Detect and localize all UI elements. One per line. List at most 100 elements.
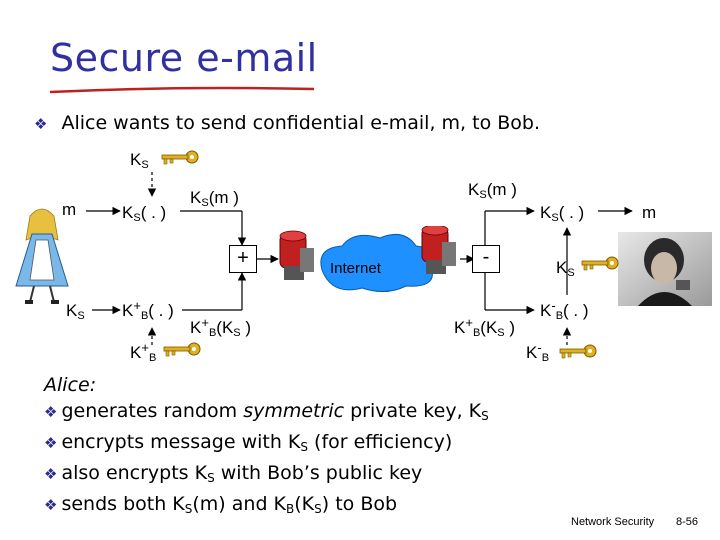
item-emphasis: symmetric [243, 400, 345, 422]
kb-ks-right-sub: B [472, 327, 481, 339]
ks-func-left: KS( . ) [122, 203, 166, 224]
bullet-icon: ❖ [44, 434, 58, 452]
kb-plus-func-sup: + [133, 298, 141, 313]
bullet-icon: ❖ [44, 496, 58, 514]
m-right-label: m [642, 203, 657, 222]
bullet-icon: ❖ [44, 465, 58, 483]
kb-plus-key-k: K [130, 343, 142, 362]
ks-m-left-k: K [190, 188, 202, 207]
intro-text: Alice wants to send confidential e-mail,… [61, 112, 540, 134]
ks-left-k: K [66, 301, 78, 320]
ks-m-right: KS(m ) [468, 180, 517, 201]
ks-func-left-arg: ( . ) [140, 203, 167, 222]
encrypt-plus-box: + [229, 245, 257, 273]
kb-plus-func-sub: B [140, 310, 149, 322]
key-icon [161, 150, 199, 165]
kb-minus-key-sub: B [541, 352, 550, 364]
item-text: sends both K [61, 493, 185, 515]
item-text: encrypts message with K [61, 431, 301, 453]
ks-right-sub: S [567, 267, 575, 279]
kb-ks-left-close: ) [240, 318, 252, 337]
ks-m-right-arg: (m ) [486, 180, 517, 199]
kb-ks-right-sup: + [465, 315, 473, 330]
kb-minus-key-sup: - [537, 340, 542, 355]
kb-minus-func: K-B( . ) [540, 298, 589, 322]
ks-func-right-k: K [540, 203, 552, 222]
router-icon [421, 226, 456, 274]
ks-m-left-arg: (m ) [208, 188, 239, 207]
footer-page-number: 8-56 [676, 516, 699, 528]
item-sub: S [481, 409, 489, 423]
item-text: generates random [61, 400, 244, 422]
bullet-icon: ❖ [44, 403, 58, 421]
ks-left-sub: S [77, 310, 85, 322]
list-item: ❖encrypts message with KS (for efficienc… [44, 429, 489, 460]
kb-ks-left: K+B(KS ) [190, 315, 251, 339]
item-sub: S [207, 471, 215, 485]
item-sub: S [184, 502, 193, 516]
ks-right-k: K [556, 258, 568, 277]
item-text: private key, K [344, 400, 482, 422]
bob-photo-icon [618, 232, 712, 306]
item-text: with Bob’s public key [214, 462, 423, 484]
kb-plus-key-sup: + [141, 340, 149, 355]
list-item: ❖also encrypts KS with Bob’s public key [44, 460, 489, 491]
alice-icon [15, 208, 69, 304]
m-left-label: m [62, 200, 77, 219]
item-text: ) to Bob [321, 493, 398, 515]
ks-func-left-sub: S [133, 212, 141, 224]
kb-plus-func-arg: ( . ) [148, 301, 174, 320]
item-text: (for efficiency) [308, 431, 453, 453]
list-item: ❖sends both KS(m) and KB(KS) to Bob [44, 491, 489, 522]
kb-minus-func-sub: B [555, 310, 564, 322]
ks-top-sub: S [141, 159, 149, 171]
item-text: (K [294, 493, 315, 515]
kb-minus-func-arg: ( . ) [563, 301, 589, 320]
kb-ks-left-k: K [190, 318, 202, 337]
ks-m-left-sub: S [201, 197, 209, 209]
item-text: also encrypts K [61, 462, 208, 484]
router-icon [279, 230, 314, 280]
ks-func-right-sub: S [551, 212, 559, 224]
ks-m-right-sub: S [479, 189, 487, 201]
ks-func-right: KS( . ) [540, 203, 584, 224]
slide-title: Secure e-mail [50, 36, 318, 80]
ks-func-left-k: K [122, 203, 134, 222]
key-icon [559, 344, 597, 359]
kb-ks-right-close: ) [504, 318, 516, 337]
alice-steps: Alice: ❖generates random symmetric priva… [44, 372, 489, 522]
bullet-icon: ❖ [34, 115, 48, 133]
key-icon [581, 256, 619, 271]
kb-minus-key-label: K-B [526, 340, 549, 364]
ks-top-k: K [130, 150, 142, 169]
kb-plus-key-sub: B [148, 352, 157, 364]
decrypt-minus-box: - [472, 245, 500, 273]
ks-left-label: KS [66, 301, 85, 322]
kb-ks-left-sub: B [208, 327, 217, 339]
intro-line: ❖ Alice wants to send confidential e-mail… [34, 112, 540, 134]
footer-course: Network Security [571, 516, 655, 528]
ks-m-left: KS(m ) [190, 188, 239, 209]
item-text: (m) and K [192, 493, 287, 515]
ks-func-right-arg: ( . ) [558, 203, 585, 222]
kb-ks-left-arg: (K [216, 318, 234, 337]
kb-ks-right-arg-sub: S [497, 327, 505, 339]
title-underline [49, 86, 315, 94]
kb-ks-right-k: K [454, 318, 466, 337]
kb-ks-left-arg-sub: S [233, 327, 241, 339]
item-sub: B [286, 502, 295, 516]
kb-ks-right-arg: (K [480, 318, 498, 337]
kb-minus-func-sup: - [551, 298, 556, 313]
alice-heading: Alice: [44, 374, 97, 396]
internet-label: Internet [330, 260, 381, 277]
kb-plus-func: K+B( . ) [122, 298, 174, 322]
item-sub: S [300, 440, 308, 454]
kb-plus-key-label: K+B [130, 340, 156, 364]
key-icon [163, 342, 201, 357]
kb-ks-left-sup: + [201, 315, 209, 330]
list-item: ❖generates random symmetric private key,… [44, 398, 489, 429]
kb-plus-func-k: K [122, 301, 134, 320]
kb-minus-key-k: K [526, 343, 538, 362]
ks-right-label: KS [556, 258, 575, 279]
